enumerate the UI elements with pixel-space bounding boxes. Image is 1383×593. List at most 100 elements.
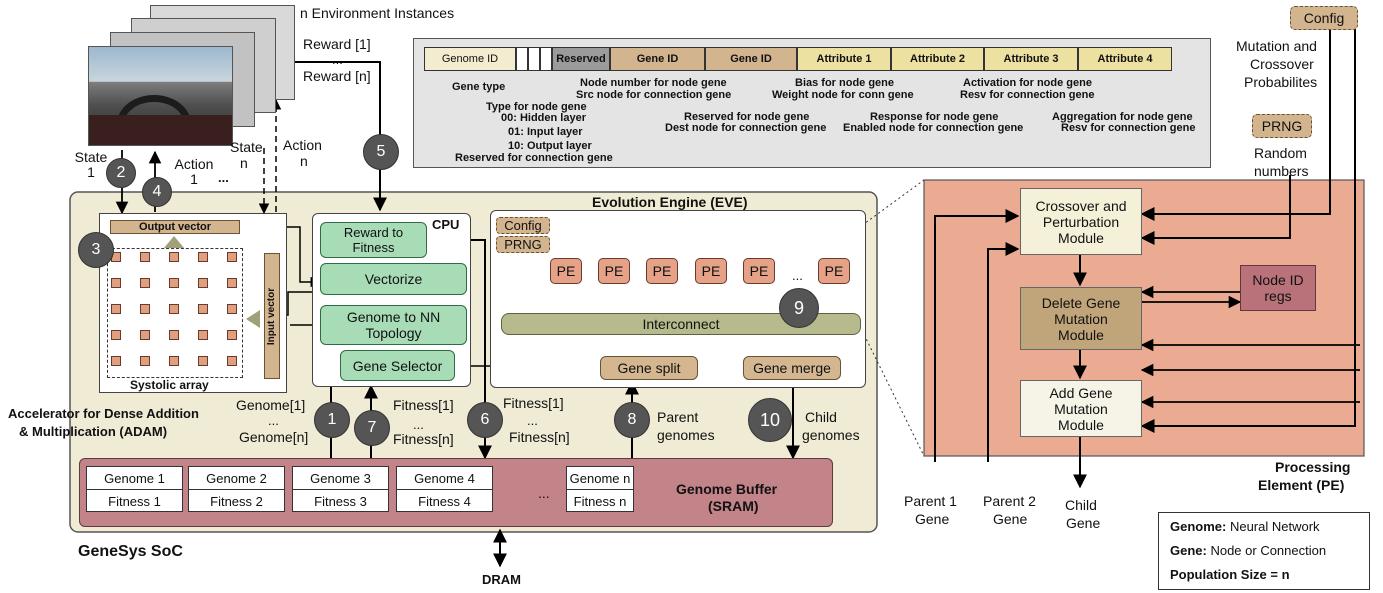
genome-buffer-sram: (SRAM) <box>708 498 759 514</box>
buffer-dots: ... <box>538 485 550 501</box>
output-layer-note: 10: Output layer <box>508 140 592 152</box>
adam-label-1: Accelerator for Dense Addition <box>8 406 199 421</box>
gene-type-cell-b <box>528 47 540 71</box>
legend-population: Population Size = n <box>1170 567 1290 582</box>
systolic-pe-cell <box>140 330 150 340</box>
node-id-label-2: regs <box>1264 288 1292 304</box>
step-1-badge: 1 <box>314 402 350 438</box>
src-node-note: Src node for connection gene <box>576 89 732 101</box>
genome-id-cell: Genome ID <box>424 47 516 71</box>
config-box: Config <box>1290 6 1358 30</box>
add-gene-label-1: Add Gene Mutation <box>1049 384 1113 417</box>
pe-unit-label: PE <box>604 263 624 279</box>
systolic-pe-cell <box>169 252 179 262</box>
genome-1-flow: Genome[1] <box>236 397 306 413</box>
systolic-pe-grid <box>111 252 241 376</box>
delete-gene-label-2: Module <box>1058 326 1104 343</box>
aggregation-note: Aggregation for node gene <box>1052 111 1193 123</box>
systolic-pe-cell <box>198 304 208 314</box>
node-number-note: Node number for node gene <box>580 77 727 89</box>
node-id-label-1: Node ID <box>1252 272 1304 288</box>
prng-box: PRNG <box>1252 114 1312 138</box>
add-gene-label-2: Module <box>1058 416 1104 433</box>
legend-gene-value: Node or Connection <box>1206 543 1327 558</box>
response-note: Response for node gene <box>870 111 999 123</box>
systolic-pe-cell <box>169 278 179 288</box>
buffer-fitness-cell: Fitness 1 <box>108 493 161 509</box>
vectorize-label: Vectorize <box>364 271 423 287</box>
gene-type-cell-c <box>540 47 552 71</box>
systolic-pe-cell <box>227 356 237 366</box>
genome-buffer-title: Genome Buffer <box>676 481 778 497</box>
parent-1-label-b: Gene <box>915 511 950 527</box>
interconnect-bar: Interconnect <box>501 313 861 335</box>
systolic-pe-cell <box>227 304 237 314</box>
attribute-1-cell: Attribute 1 <box>797 47 891 71</box>
pe-unit-label: PE <box>749 263 769 279</box>
legend-genome-value: Neural Network <box>1226 519 1320 534</box>
resv-conn-note-2: Resv for connection gene <box>1061 122 1196 134</box>
pe-title-1: Processing <box>1275 459 1351 475</box>
reserved-node-note: Reserved for node gene <box>684 111 810 123</box>
systolic-pe-cell <box>198 330 208 340</box>
fitness-1-flow-out: Fitness[1] <box>503 395 564 411</box>
delete-gene-module: Delete Gene Mutation Module <box>1020 287 1142 350</box>
pe-unit-2: PE <box>598 258 630 284</box>
node-id-regs: Node ID regs <box>1240 265 1316 311</box>
reserved-conn-note: Reserved for connection gene <box>455 152 613 164</box>
adam-block <box>99 213 287 393</box>
child-genomes-label-2: genomes <box>802 427 860 443</box>
type-node-note: Type for node gene <box>486 101 587 113</box>
mutation-label-1: Mutation and <box>1236 38 1317 54</box>
step-8-badge: 8 <box>614 402 650 438</box>
interconnect-label: Interconnect <box>642 316 720 332</box>
gene-id-cell-2: Gene ID <box>705 47 797 71</box>
environment-instances-label: n Environment Instances <box>300 5 455 21</box>
eve-prng-label: PRNG <box>504 237 542 252</box>
reward-dots: ... <box>332 52 343 67</box>
genome-n-flow: Genome[n] <box>239 429 309 445</box>
systolic-array-label: Systolic array <box>130 378 209 392</box>
gene-selector-box: Gene Selector <box>340 350 455 381</box>
buffer-fitness-cell: Fitness 2 <box>210 493 263 509</box>
dashboard-icon <box>89 115 232 145</box>
gene-merge-label: Gene merge <box>753 360 831 376</box>
buffer-fitness-cell: Fitness 3 <box>314 493 367 509</box>
action-1-label: Action 1 <box>174 156 214 187</box>
systolic-pe-cell <box>111 356 121 366</box>
input-vector: Input vector <box>264 253 280 379</box>
attribute-4-cell: Attribute 4 <box>1078 47 1172 71</box>
adam-label-2: & Multiplication (ADAM) <box>19 424 168 439</box>
config-label: Config <box>1303 10 1345 26</box>
parent-2-label-b: Gene <box>993 511 1028 527</box>
add-gene-module: Add Gene Mutation Module <box>1020 380 1142 437</box>
random-label-1: Random <box>1254 145 1307 161</box>
soc-label: GeneSys SoC <box>78 543 183 560</box>
systolic-pe-cell <box>111 304 121 314</box>
resv-conn-note-1: Resv for connection gene <box>960 89 1095 101</box>
pe-unit-label: PE <box>652 263 672 279</box>
output-vector: Output vector <box>110 220 240 234</box>
state-n-index: n <box>240 155 248 171</box>
crossover-label-3: Module <box>1058 229 1104 246</box>
systolic-pe-cell <box>169 356 179 366</box>
reward-n-label: Reward [n] <box>303 68 371 84</box>
eve-config-box: Config <box>496 217 550 234</box>
systolic-pe-cell <box>198 356 208 366</box>
gene-split-label: Gene split <box>617 360 681 376</box>
legend-gene-key: Gene: <box>1170 543 1207 558</box>
mutation-label-2: Crossover <box>1250 56 1314 72</box>
crossover-label-2: Perturbation <box>1042 213 1120 230</box>
step-3-badge: 3 <box>78 232 114 268</box>
pe-dots: ... <box>792 268 803 283</box>
step-9-badge: 9 <box>779 288 819 328</box>
systolic-pe-cell <box>227 330 237 340</box>
systolic-pe-cell <box>140 278 150 288</box>
buffer-fitness-cell: Fitness n <box>573 493 627 509</box>
pe-unit-4: PE <box>695 258 727 284</box>
systolic-pe-cell <box>227 252 237 262</box>
crossover-module: Crossover and Perturbation Module <box>1020 188 1142 255</box>
systolic-pe-cell <box>169 330 179 340</box>
